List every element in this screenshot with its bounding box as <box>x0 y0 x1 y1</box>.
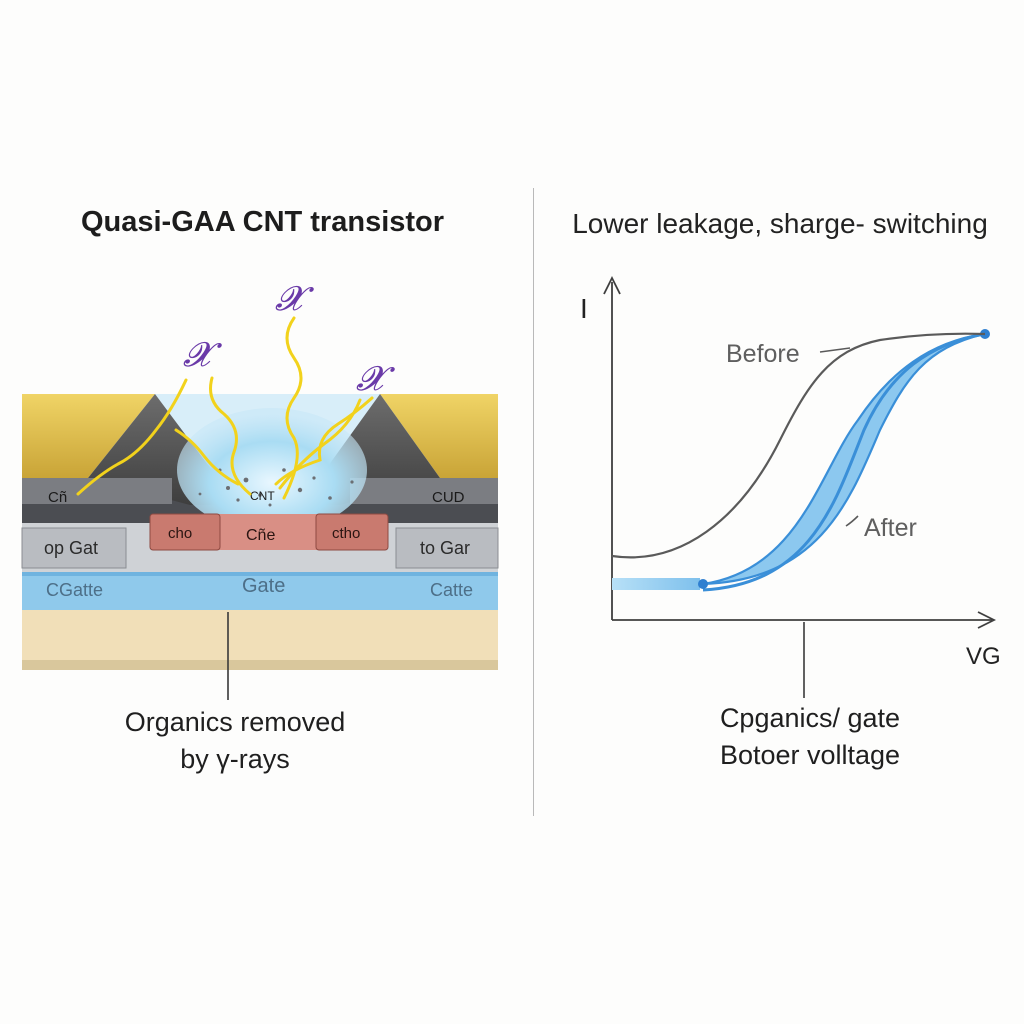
transfer-chart: I VG Before After <box>580 275 1001 698</box>
channel-left-label: cho <box>168 525 192 542</box>
gate-block-right-label: to Gar <box>420 538 470 558</box>
right-caption-line2: Botoer volltage <box>719 740 901 770</box>
gamma-symbol-right: 𝓧 <box>356 360 396 398</box>
channel-left-segment <box>149 513 221 551</box>
left-caption: Organics removed by γ-rays <box>95 704 375 778</box>
gamma-ray-left-outer <box>76 378 188 496</box>
gate-layer <box>22 572 498 610</box>
debris-particles <box>198 468 354 507</box>
substrate-edge <box>22 660 498 670</box>
after-series-label: After <box>864 514 917 542</box>
gamma-rays <box>76 316 374 500</box>
panel-divider <box>533 188 534 816</box>
after-curve-band <box>702 332 985 586</box>
device-cross-section: Cñ CNT CUD cho Cñe ctho op Gat to Gar CG… <box>21 394 499 670</box>
left-gate-block <box>21 527 127 569</box>
left-caption-line1: Organics removed <box>124 707 346 737</box>
right-contact-base <box>350 478 498 504</box>
before-curve <box>611 332 986 559</box>
gamma-ray-left-upper <box>209 376 252 496</box>
x-axis-arrow <box>977 611 997 629</box>
gamma-symbol-left: 𝓧 <box>183 336 223 374</box>
gamma-ray-center <box>282 316 303 500</box>
contact-left-label: Cñ <box>48 489 67 506</box>
y-axis-arrow <box>603 275 621 295</box>
left-caption-line2: by γ-rays <box>180 744 290 774</box>
gamma-symbol-center: 𝓧 <box>275 280 315 318</box>
gamma-ray-right-inner <box>278 398 362 490</box>
substrate-layer <box>22 610 498 668</box>
contact-right-label: CUD <box>432 489 465 506</box>
right-caption: Cpganics/ gate Botoer volltage <box>690 700 930 774</box>
irradiation-glow <box>177 408 367 532</box>
right-gate-block <box>395 527 499 569</box>
gate-block-left-label: op Gat <box>44 538 98 558</box>
right-caption-line1: Cpganics/ gate <box>719 703 901 733</box>
gate-left-label: CGatte <box>46 580 103 600</box>
gamma-ray-left-inner <box>174 428 240 486</box>
left-panel-title: Quasi-GAA CNT transistor <box>80 206 445 238</box>
before-label-leader <box>819 347 851 353</box>
left-contact-base <box>22 478 172 504</box>
right-panel-title: Lower leakage, sharge- switching <box>572 208 988 239</box>
x-axis-label: VG <box>966 643 1001 670</box>
gate-center-label: Gate <box>242 575 285 597</box>
after-curve-start-dot <box>698 579 708 589</box>
right-gold-electrode <box>380 394 498 478</box>
before-series-label: Before <box>726 340 800 368</box>
channel-right-segment <box>315 513 389 551</box>
gate-right-label: Catte <box>430 580 473 600</box>
channel-center-label: Cñe <box>246 527 275 544</box>
gate-layer-top-edge <box>22 572 498 576</box>
gamma-ray-symbols: 𝓧 𝓧 𝓧 <box>183 280 396 398</box>
after-label-leader <box>845 515 859 527</box>
after-leakage-band <box>612 578 700 590</box>
channel-right-label: ctho <box>332 525 360 542</box>
contact-center-label: CNT <box>250 489 275 503</box>
left-gold-electrode <box>22 394 155 478</box>
y-axis-label: I <box>580 293 588 324</box>
after-curve <box>702 332 985 592</box>
